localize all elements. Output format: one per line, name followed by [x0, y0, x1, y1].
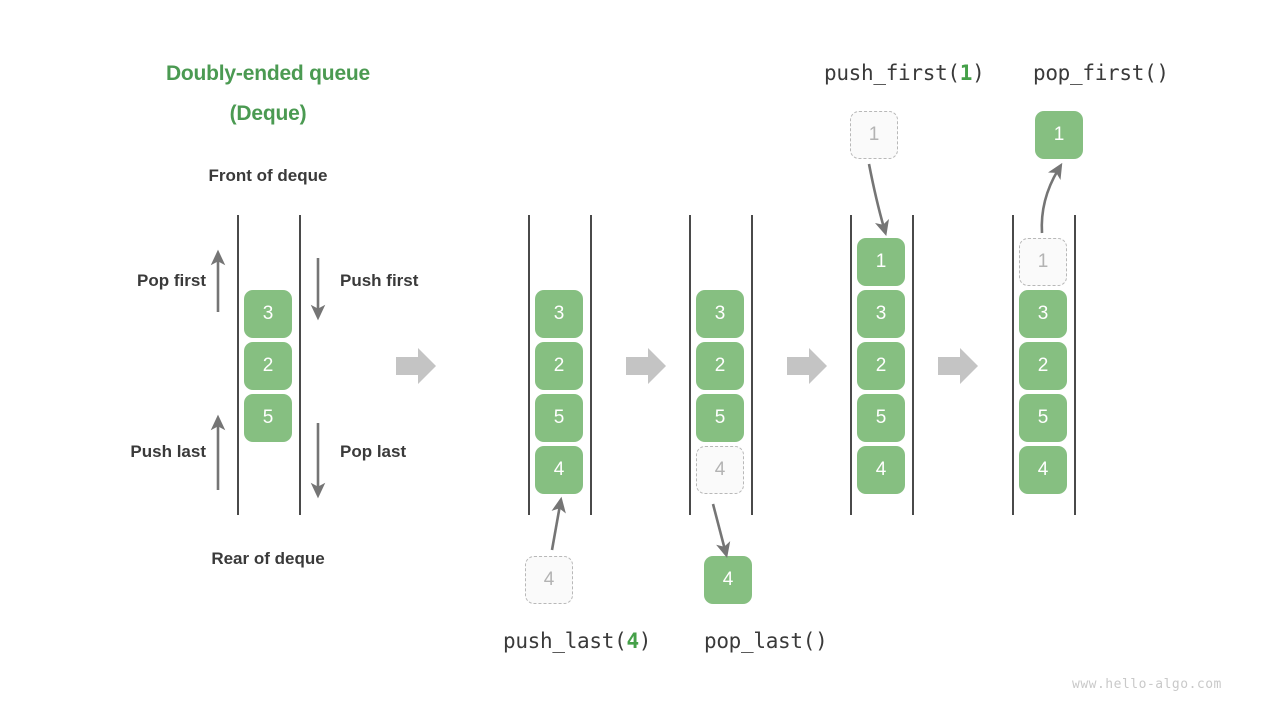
push-first-flow-arrow-icon	[867, 163, 890, 237]
rail-left	[689, 215, 691, 515]
floating-cell-push-last: 4	[525, 556, 573, 604]
op-push-last-name: push_last(	[503, 629, 627, 653]
rail-right	[751, 215, 753, 515]
deque-cell: 2	[696, 342, 744, 390]
deque-cell: 3	[244, 290, 292, 338]
label-push-last: Push last	[130, 442, 206, 461]
floating-cell-pop-first: 1	[1035, 111, 1083, 159]
deque-cell: 2	[535, 342, 583, 390]
deque-cell: 4	[535, 446, 583, 494]
deque-cell: 5	[696, 394, 744, 442]
rail-right	[590, 215, 592, 515]
deque-cell: 2	[244, 342, 292, 390]
label-pop-last: Pop last	[340, 442, 407, 461]
deque-cell: 2	[1019, 342, 1067, 390]
label-pop-first: Pop first	[137, 271, 206, 290]
deque-cell: 3	[1019, 290, 1067, 338]
deque-cell: 4	[1019, 446, 1067, 494]
label-push-first: Push first	[340, 271, 419, 290]
watermark: www.hello-algo.com	[1072, 677, 1222, 692]
label-front-of-deque: Front of deque	[208, 166, 328, 185]
op-push-first-label: push_first(1)	[824, 61, 985, 85]
deque-cell: 4	[857, 446, 905, 494]
op-push-first-name: push_first(	[824, 61, 960, 85]
op-push-last-arg: 4	[626, 629, 639, 653]
page-title-line1: Doubly-ended queue	[165, 62, 371, 85]
deque-cell-removed: 4	[696, 446, 744, 494]
rail-right	[1074, 215, 1076, 515]
deque-cell: 2	[857, 342, 905, 390]
rail-right	[299, 215, 301, 515]
pop-last-flow-arrow-icon	[711, 503, 731, 559]
rail-left	[1012, 215, 1014, 515]
page-title: Doubly-ended queue (Deque)	[146, 54, 390, 134]
rail-left	[237, 215, 239, 515]
transition-arrow-icon	[626, 348, 666, 384]
floating-cell-pop-last: 4	[704, 556, 752, 604]
deque-cell-removed: 1	[1019, 238, 1067, 286]
deque-cell: 3	[696, 290, 744, 338]
deque-cell: 5	[244, 394, 292, 442]
pop-first-flow-arrow-icon	[1040, 162, 1063, 234]
transition-arrow-icon	[787, 348, 827, 384]
label-rear-of-deque: Rear of deque	[211, 549, 325, 568]
op-push-last-close: )	[638, 629, 652, 653]
rail-left	[528, 215, 530, 515]
page-title-line2: (Deque)	[229, 102, 307, 125]
deque-cell: 5	[857, 394, 905, 442]
transition-arrow-icon	[938, 348, 978, 384]
push-last-flow-arrow-icon	[550, 496, 566, 551]
deque-cell: 3	[535, 290, 583, 338]
rail-right	[912, 215, 914, 515]
rail-left	[850, 215, 852, 515]
op-pop-last-label: pop_last()	[704, 629, 828, 653]
op-push-first-close: )	[972, 61, 985, 85]
op-push-first-arg: 1	[959, 61, 973, 85]
op-pop-first-label: pop_first()	[1033, 61, 1169, 85]
deque-cell: 3	[857, 290, 905, 338]
deque-cell: 5	[535, 394, 583, 442]
transition-arrow-icon	[396, 348, 436, 384]
deque-cell: 5	[1019, 394, 1067, 442]
floating-cell-push-first: 1	[850, 111, 898, 159]
deque-cell: 1	[857, 238, 905, 286]
op-push-last-label: push_last(4)	[503, 629, 651, 653]
